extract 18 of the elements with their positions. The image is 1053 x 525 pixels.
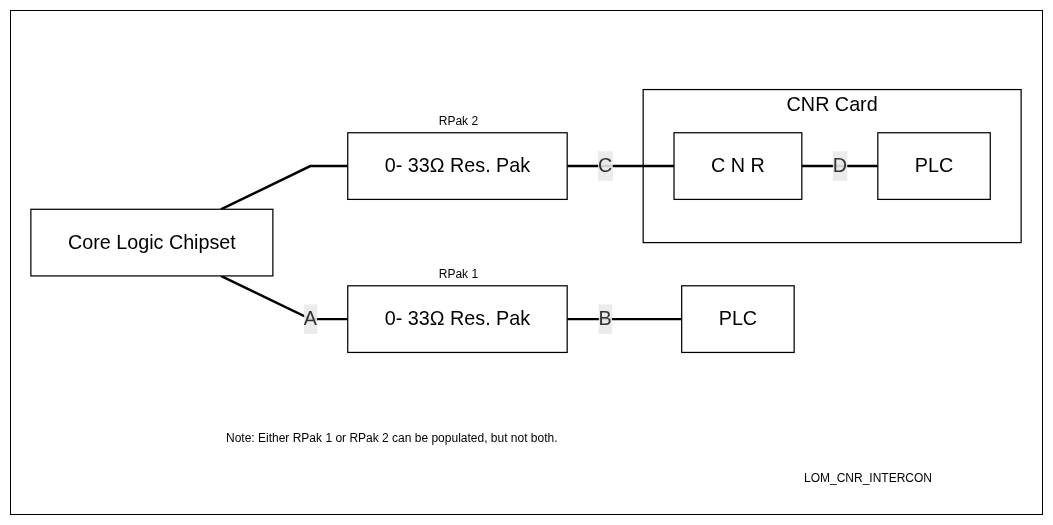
- node-box: PLC: [877, 132, 991, 200]
- edge-label: B: [598, 308, 612, 329]
- component-label: RPak 1: [437, 266, 480, 281]
- edge-label: A: [303, 308, 317, 329]
- node-box: 0- 33Ω Res. Pak: [347, 132, 568, 200]
- connector: [567, 164, 674, 168]
- connector: [567, 317, 682, 321]
- edge-label: C: [598, 154, 613, 176]
- component-label: RPak 2: [437, 113, 480, 128]
- node-box: PLC: [681, 285, 795, 354]
- node-box: C N R: [673, 132, 803, 200]
- node-box: Core Logic Chipset: [30, 208, 274, 277]
- connector: [220, 274, 348, 321]
- edge-label: D: [832, 154, 847, 176]
- connector: [220, 164, 348, 211]
- figure-id-text: LOM_CNR_INTERCON: [804, 471, 932, 485]
- note-text: Note: Either RPak 1 or RPak 2 can be populated, but not both.: [226, 431, 558, 445]
- node-box: 0- 33Ω Res. Pak: [347, 285, 568, 354]
